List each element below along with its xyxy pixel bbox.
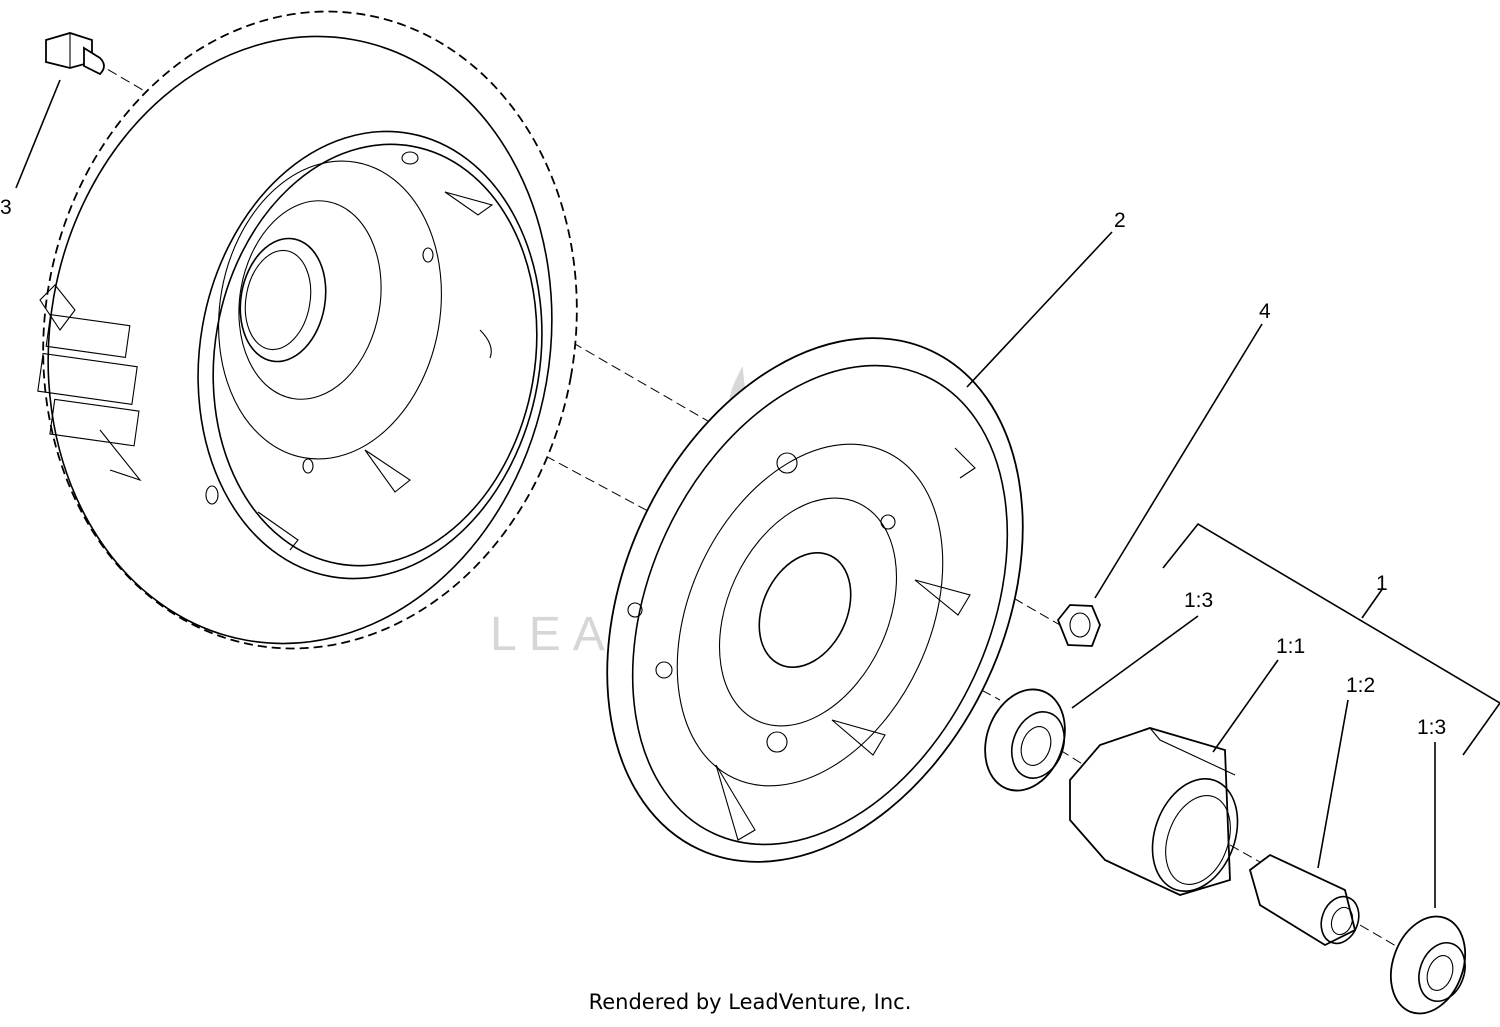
- spacer-washer-left: [984, 688, 1066, 792]
- callout-1-2: 1:2: [1346, 674, 1375, 697]
- callout-2: 2: [1114, 209, 1126, 232]
- callout-1-3-right: 1:3: [1417, 716, 1446, 739]
- callout-labels: 3 2 4 1 1:3 1:1 1:2 1:3: [0, 196, 1446, 739]
- group-bracket: [1162, 522, 1500, 756]
- bearing-pin: [1248, 853, 1360, 947]
- bolt: [45, 32, 105, 76]
- spacer-washer-right: [1390, 915, 1466, 1015]
- callout-1-3-left: 1:3: [1184, 589, 1213, 612]
- hub-sleeve: [1069, 727, 1239, 896]
- leader-lines: [15, 79, 1500, 908]
- wheel-hub-half: [606, 337, 1024, 863]
- callout-1-1: 1:1: [1276, 635, 1305, 658]
- callout-4: 4: [1259, 300, 1271, 323]
- callout-1: 1: [1376, 572, 1388, 595]
- render-credit: Rendered by LeadVenture, Inc.: [588, 990, 912, 1014]
- callout-3: 3: [0, 196, 12, 219]
- wheel-tire: [37, 10, 578, 650]
- lock-nut: [1056, 604, 1101, 647]
